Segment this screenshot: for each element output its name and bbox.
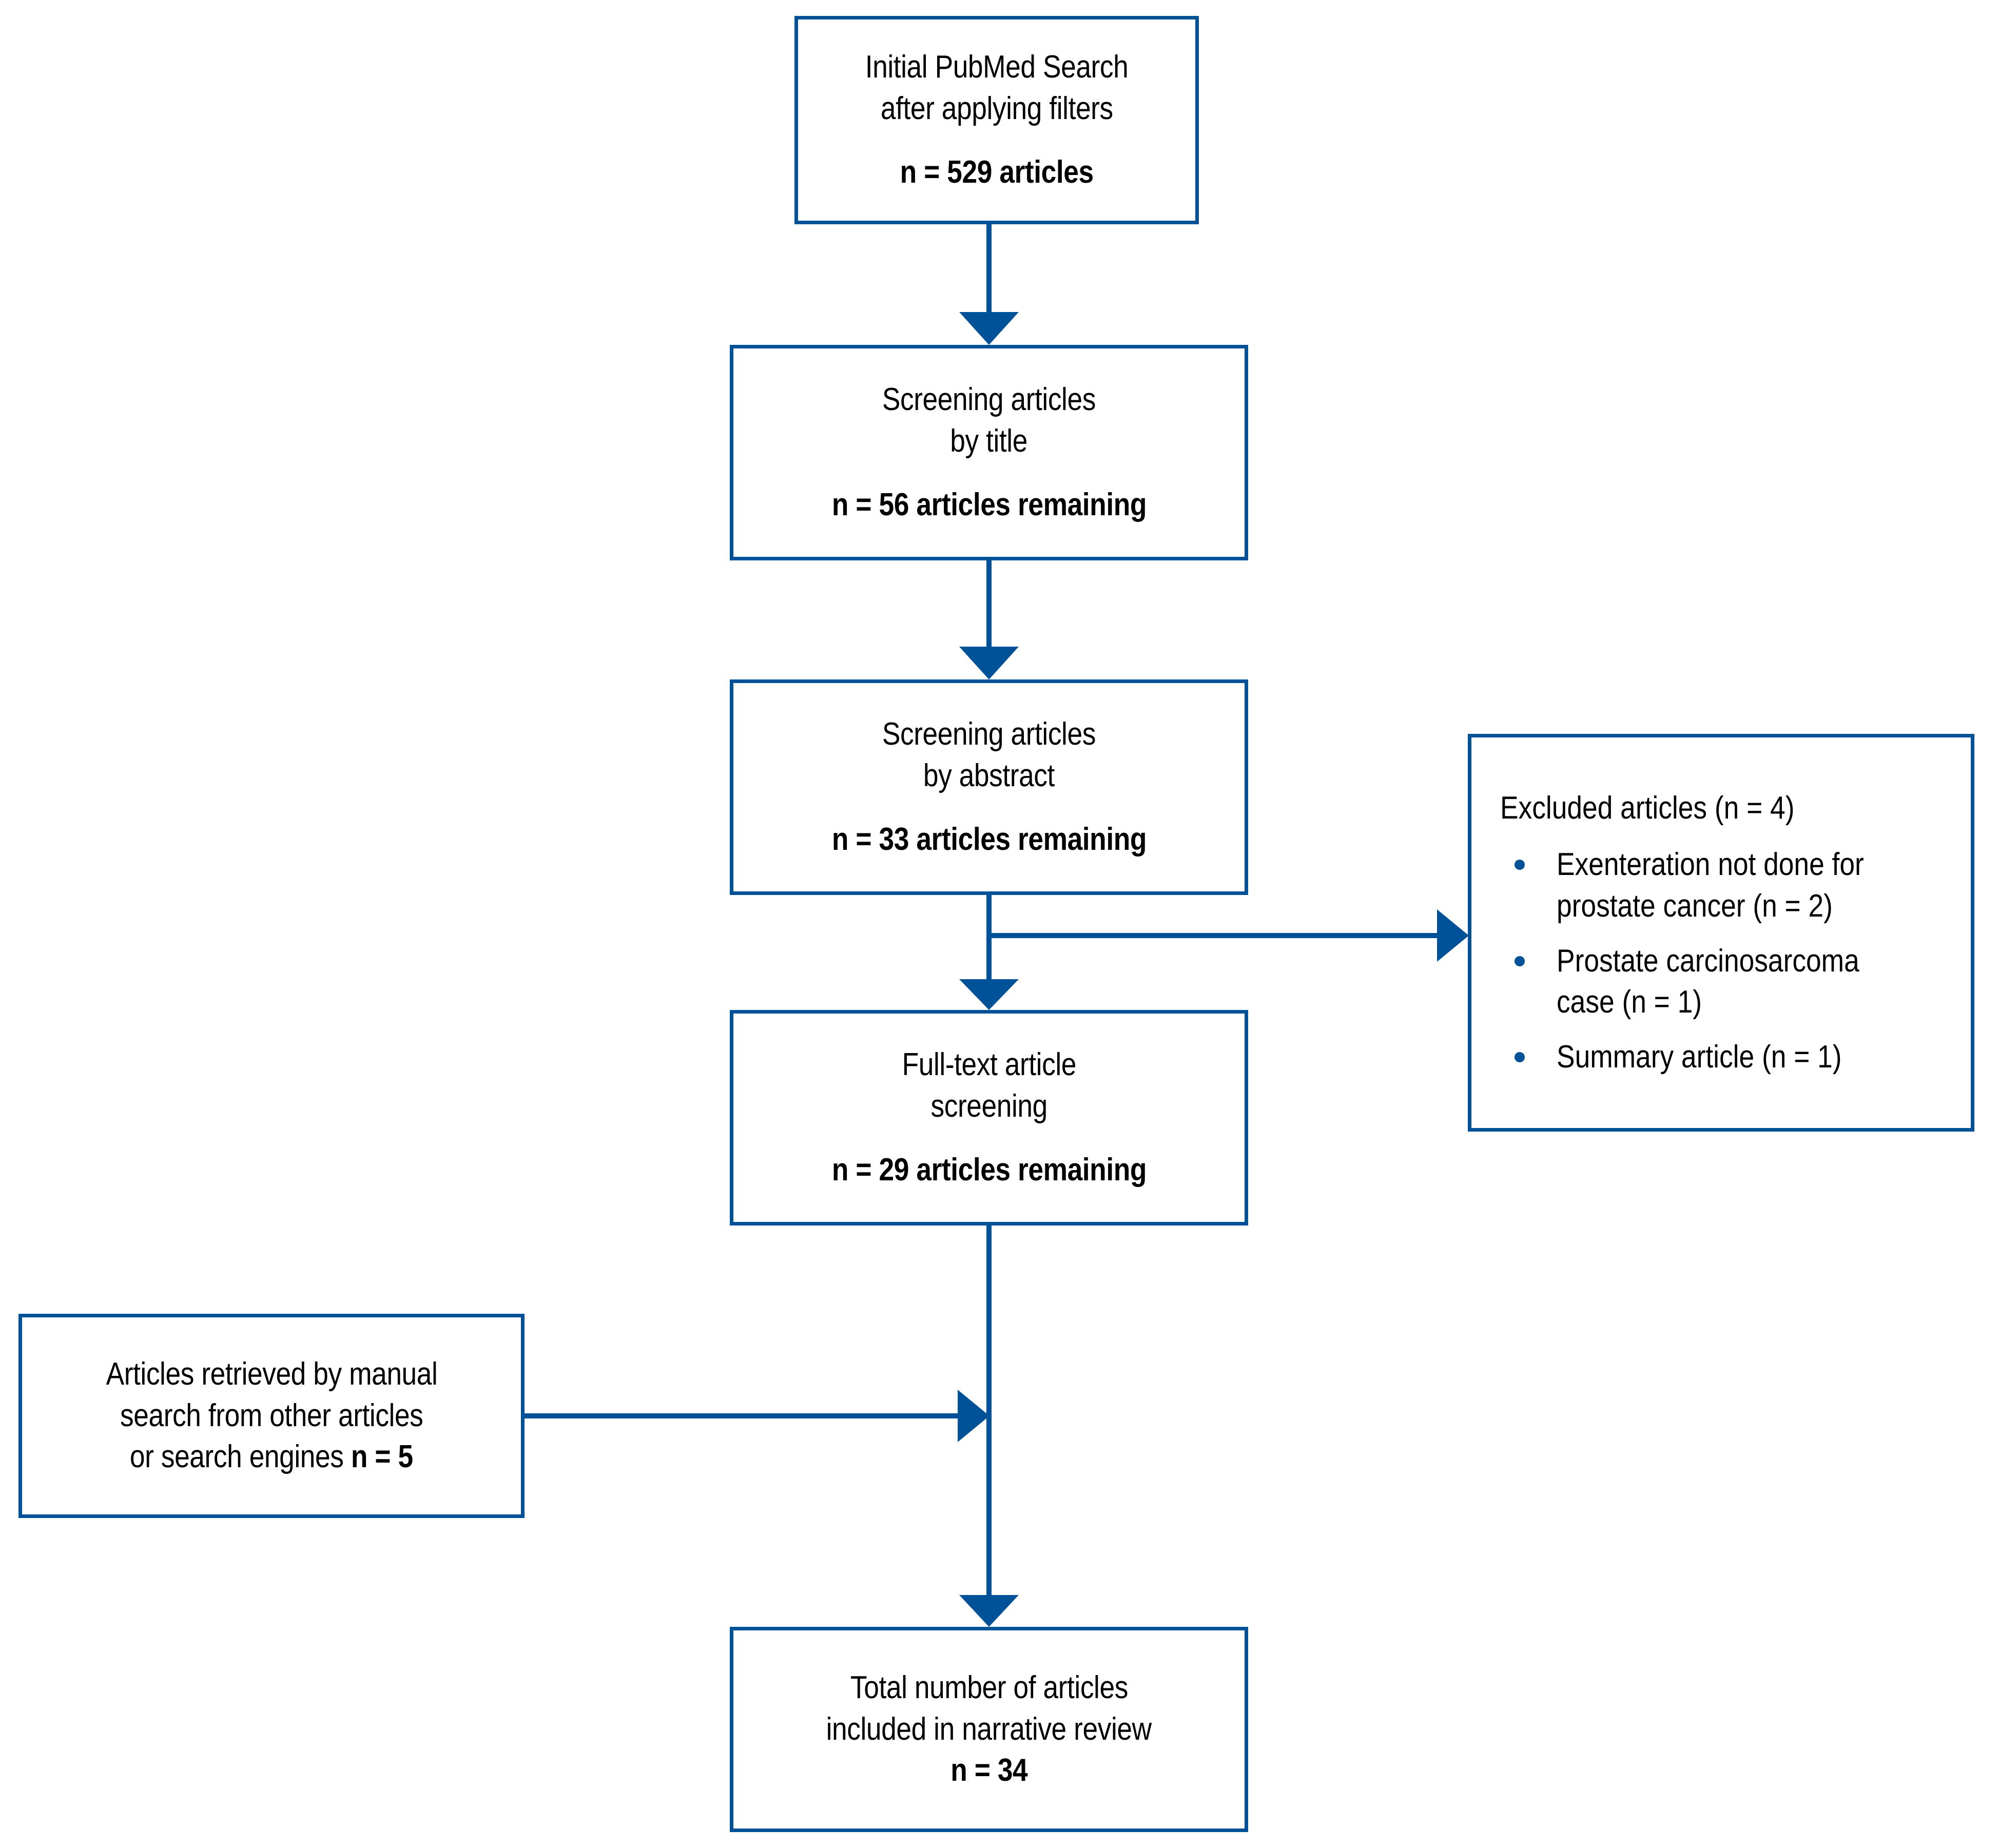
node-excluded-articles: Excluded articles (n = 4) Exenteration n… bbox=[1468, 734, 1974, 1132]
total-line-2: included in narrative review bbox=[826, 1711, 1152, 1747]
bullet-dot-icon bbox=[1515, 956, 1525, 966]
connector-1-arrowhead bbox=[959, 312, 1019, 345]
excluded-bullet-list: Exenteration not done for prostate cance… bbox=[1500, 844, 1950, 1078]
screen-title-count: n = 56 articles remaining bbox=[831, 487, 1147, 523]
connector-exclude-arrowhead bbox=[1437, 909, 1469, 962]
bullet-dot-icon bbox=[1515, 860, 1525, 870]
bullet-dot-icon bbox=[1515, 1052, 1525, 1062]
total-line-1: Total number of articles bbox=[850, 1670, 1128, 1706]
node-full-text-screening: Full-text article screening n = 29 artic… bbox=[730, 1010, 1248, 1225]
excluded-list-item: Summary article (n = 1) bbox=[1500, 1037, 1950, 1078]
initial-search-count: n = 529 articles bbox=[900, 154, 1094, 190]
manual-line-3: or search engines n = 5 bbox=[130, 1436, 413, 1478]
screen-abstract-line-2: by abstract bbox=[923, 757, 1055, 793]
node-initial-pubmed-search: Initial PubMed Search after applying fil… bbox=[794, 16, 1199, 224]
node-manual-search-articles: Articles retrieved by manual search from… bbox=[18, 1314, 525, 1518]
screen-abstract-count: n = 33 articles remaining bbox=[831, 822, 1147, 858]
excluded-list-item: Exenteration not done for prostate cance… bbox=[1500, 844, 1950, 927]
excluded-item-text: Exenteration not done for prostate cance… bbox=[1557, 847, 1864, 924]
screen-title-line-1: Screening articles bbox=[882, 382, 1096, 418]
connector-3-arrowhead bbox=[959, 979, 1019, 1010]
fulltext-line-2: screening bbox=[930, 1088, 1047, 1124]
total-count: n = 34 bbox=[950, 1753, 1028, 1788]
manual-line-1: Articles retrieved by manual bbox=[106, 1356, 437, 1392]
initial-search-line-1: Initial PubMed Search bbox=[865, 49, 1129, 85]
screen-title-line-2: by title bbox=[950, 423, 1028, 459]
initial-search-line-2: after applying filters bbox=[880, 90, 1113, 126]
excluded-item-text: Summary article (n = 1) bbox=[1557, 1039, 1842, 1075]
fulltext-line-1: Full-text article bbox=[902, 1047, 1076, 1083]
excluded-item-text: Prostate carcinosarcoma case (n = 1) bbox=[1557, 943, 1859, 1020]
manual-line-2: search from other articles bbox=[120, 1397, 423, 1433]
excluded-list-item: Prostate carcinosarcoma case (n = 1) bbox=[1500, 941, 1950, 1023]
node-screening-by-title: Screening articles by title n = 56 artic… bbox=[730, 345, 1248, 560]
fulltext-count: n = 29 articles remaining bbox=[831, 1152, 1147, 1188]
manual-line-3-prefix: or search engines bbox=[130, 1439, 352, 1475]
node-total-included: Total number of articles included in nar… bbox=[730, 1627, 1248, 1832]
manual-line-3-count: n = 5 bbox=[351, 1439, 413, 1475]
connector-2-arrowhead bbox=[959, 647, 1019, 679]
node-screening-by-abstract: Screening articles by abstract n = 33 ar… bbox=[730, 679, 1248, 895]
connector-4-arrowhead bbox=[959, 1595, 1019, 1627]
excluded-heading: Excluded articles (n = 4) bbox=[1500, 790, 1795, 826]
connector-manual-arrowhead bbox=[958, 1390, 989, 1442]
screen-abstract-line-1: Screening articles bbox=[882, 716, 1096, 752]
